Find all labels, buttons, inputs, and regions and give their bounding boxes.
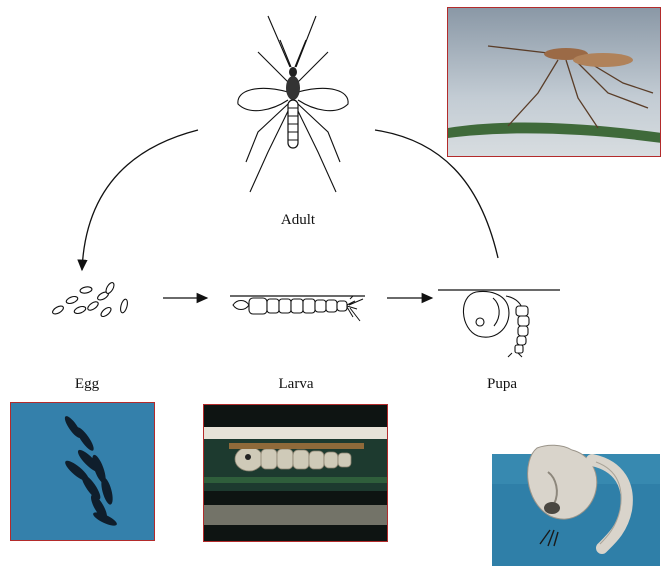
arrow-adult-to-egg	[82, 130, 198, 270]
larva-photo	[203, 404, 388, 542]
adult-label: Adult	[268, 212, 328, 229]
adult-mosquito-drawing	[228, 12, 358, 197]
egg-label: Egg	[62, 376, 112, 393]
egg-drawing	[48, 278, 138, 323]
larva-drawing	[225, 287, 370, 329]
larva-label: Larva	[266, 376, 326, 393]
pupa-drawing	[438, 284, 563, 359]
egg-photo	[10, 402, 155, 541]
pupa-photo	[492, 440, 660, 566]
pupa-label: Pupa	[472, 376, 532, 393]
adult-photo	[447, 7, 661, 157]
